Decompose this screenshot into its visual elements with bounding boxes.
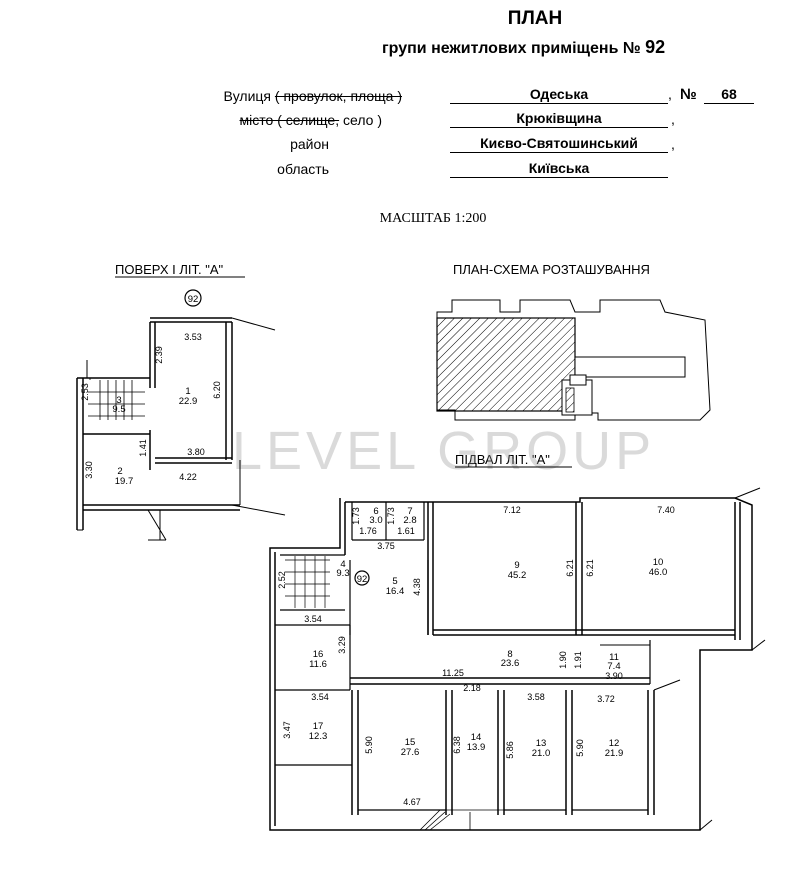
region-value: Київська — [450, 159, 668, 178]
dim-3-47: 3.47 — [282, 721, 292, 739]
dim-3-80: 3.80 — [187, 447, 205, 457]
subtitle-text: групи нежитлових приміщень № — [382, 40, 641, 57]
dim-3-54-a: 3.54 — [304, 614, 322, 624]
room-17-num: 17 — [313, 721, 324, 732]
dim-2-18: 2.18 — [463, 683, 481, 693]
room-16-num: 16 — [313, 649, 324, 660]
district-value: Києво-Святошинський — [450, 134, 668, 153]
plan-title: ПЛАН — [507, 8, 563, 29]
dim-7-12: 7.12 — [503, 505, 521, 515]
basement-plan — [269, 487, 766, 831]
dim-4-22: 4.22 — [179, 472, 197, 482]
room-14-num: 14 — [471, 732, 482, 743]
room-1-num: 1 — [185, 386, 190, 397]
floor1-marker: 92 — [188, 294, 199, 305]
street-label: Вулиця ( провулок, площа ) — [162, 88, 402, 104]
basement-marker: 92 — [357, 574, 368, 585]
dim-4-67: 4.67 — [403, 797, 421, 807]
dim-3-29: 3.29 — [337, 636, 347, 654]
street-label-prefix: Вулиця — [223, 88, 272, 104]
room-4-num: 4 — [340, 559, 345, 570]
room-8-area: 23.6 — [501, 658, 520, 669]
number-value: 68 — [704, 85, 754, 104]
dim-1-61: 1.61 — [397, 526, 415, 536]
dim-1-41: 1.41 — [138, 439, 148, 457]
dim-2-53: 2.53 — [80, 383, 90, 401]
dim-2-39: 2.39 — [154, 346, 164, 364]
room-14-area: 13.9 — [467, 742, 486, 753]
floor1-plan — [76, 289, 286, 541]
dim-1-91: 1.91 — [573, 651, 583, 669]
dim-4-38: 4.38 — [412, 578, 422, 596]
city-label-rest: село ) — [343, 112, 382, 128]
room-10-num: 10 — [653, 557, 664, 568]
room-7-area: 2.8 — [403, 515, 416, 526]
dim-2-52: 2.52 — [277, 571, 287, 589]
dim-6-38: 6.38 — [452, 736, 462, 754]
dim-5-90-b: 5.90 — [575, 739, 585, 757]
dim-1-90: 1.90 — [558, 651, 568, 669]
dim-6-21-a: 6.21 — [565, 559, 575, 577]
room-3-area: 9.5 — [112, 404, 125, 415]
room-12-num: 12 — [609, 738, 620, 749]
room-13-num: 13 — [536, 738, 547, 749]
room-15-area: 27.6 — [401, 747, 420, 758]
dim-3-53: 3.53 — [184, 332, 202, 342]
room-13-area: 21.0 — [532, 748, 551, 759]
room-11-area: 7.4 — [607, 661, 620, 672]
dim-3-54-b: 3.54 — [311, 692, 329, 702]
floor1-title: ПОВЕРХ I ЛІТ. "А" — [115, 262, 224, 277]
room-6-num: 6 — [373, 506, 378, 517]
district-label: район — [290, 136, 329, 152]
street-label-struck: ( провулок, площа ) — [274, 88, 402, 104]
room-5-num: 5 — [392, 576, 397, 587]
room-17-area: 12.3 — [309, 731, 328, 742]
room-6-area: 3.0 — [369, 515, 382, 526]
dim-5-86: 5.86 — [505, 741, 515, 759]
plan-subtitle: групи нежитлових приміщень № 92 — [382, 37, 665, 58]
dim-1-76: 1.76 — [359, 526, 377, 536]
site-plan-drawing — [436, 299, 711, 421]
dim-3-30: 3.30 — [84, 461, 94, 479]
dim-5-90-a: 5.90 — [364, 736, 374, 754]
room-15-num: 15 — [405, 737, 416, 748]
room-16-area: 11.6 — [309, 659, 327, 670]
region-label: область — [277, 161, 329, 177]
room-9-area: 45.2 — [508, 570, 527, 581]
dim-1-73-a: 1.73 — [351, 507, 361, 525]
room-10-area: 46.0 — [649, 567, 668, 578]
city-value: Крюківщина — [450, 109, 668, 128]
room-7-num: 7 — [407, 506, 412, 517]
room-2-num: 2 — [117, 466, 122, 477]
room-11-num: 11 — [609, 652, 619, 663]
number-label: № — [680, 86, 697, 103]
room-12-area: 21.9 — [605, 748, 624, 759]
room-8-num: 8 — [507, 649, 512, 660]
dim-3-58: 3.58 — [527, 692, 545, 702]
watermark: LEVEL GROUP — [232, 421, 656, 481]
dim-1-73-b: 1.73 — [386, 507, 396, 525]
dim-3-72: 3.72 — [597, 694, 615, 704]
dim-6-21-b: 6.21 — [585, 559, 595, 577]
city-label-struck: місто ( селище, — [239, 112, 340, 128]
room-1-area: 22.9 — [179, 396, 198, 407]
dim-7-40: 7.40 — [657, 505, 675, 515]
scale-label: МАСШТАБ 1:200 — [379, 211, 487, 226]
site-plan-title: ПЛАН-СХЕМА РОЗТАШУВАННЯ — [453, 262, 650, 277]
room-3-num: 3 — [116, 395, 121, 406]
city-label: місто ( селище, село ) — [142, 112, 382, 128]
room-5-area: 16.4 — [386, 586, 405, 597]
room-9-num: 9 — [514, 560, 519, 571]
dim-6-20: 6.20 — [212, 381, 222, 399]
dim-3-90: 3.90 — [605, 671, 623, 681]
group-number: 92 — [645, 37, 666, 57]
street-value: Одеська — [450, 85, 668, 104]
basement-title: ПІДВАЛ ЛІТ. "А" — [455, 452, 550, 467]
room-2-area: 19.7 — [115, 476, 134, 487]
dim-3-75: 3.75 — [377, 541, 395, 551]
room-4-area: 9.3 — [336, 568, 349, 579]
dim-11-25: 11.25 — [442, 668, 464, 678]
